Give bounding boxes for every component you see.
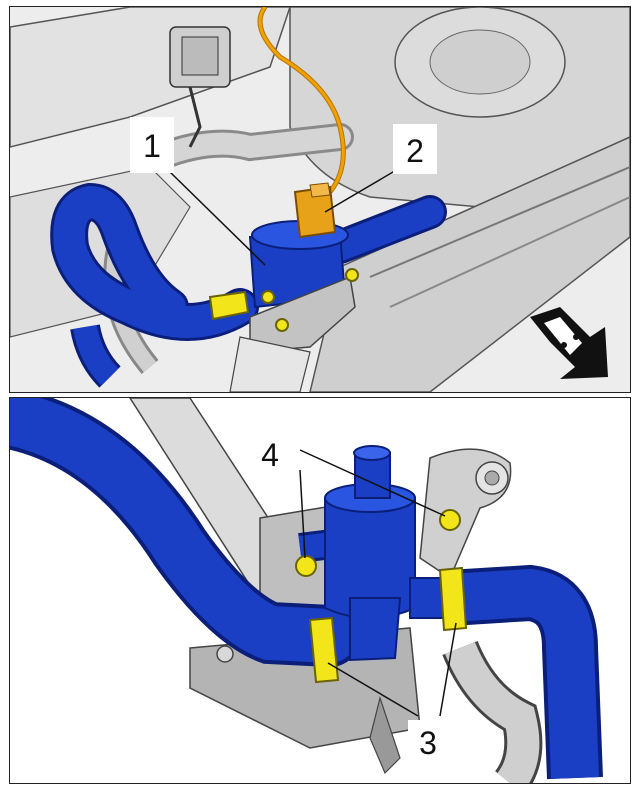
callout-1: 1	[143, 128, 161, 164]
coolant-hose-outlet	[448, 568, 599, 779]
bolt	[345, 268, 359, 282]
engine-bay-view: 1 2	[9, 6, 631, 393]
valve-closeup-illustration: 4 3	[10, 398, 630, 783]
callout-3: 3	[419, 725, 437, 761]
bolt	[261, 290, 275, 304]
hose-clamp-right	[438, 566, 468, 632]
hose-clamp	[208, 290, 250, 321]
mounting-bolt-right	[439, 509, 461, 531]
coolant-hose-right	[326, 198, 444, 261]
coolant-hose-left	[53, 185, 256, 338]
bolt	[275, 318, 289, 332]
mounting-bolt-left	[295, 555, 317, 577]
callout-4: 4	[261, 437, 279, 473]
vehicle-direction-arrow-icon	[530, 307, 608, 379]
orange-wire	[258, 7, 345, 193]
valve-closeup-view: 4 3	[9, 397, 631, 784]
callout-2: 2	[406, 133, 424, 169]
hose-clamp-left	[308, 616, 340, 684]
coolant-hose-inlet	[10, 398, 357, 663]
engine-bay-illustration: 1 2	[10, 7, 630, 392]
